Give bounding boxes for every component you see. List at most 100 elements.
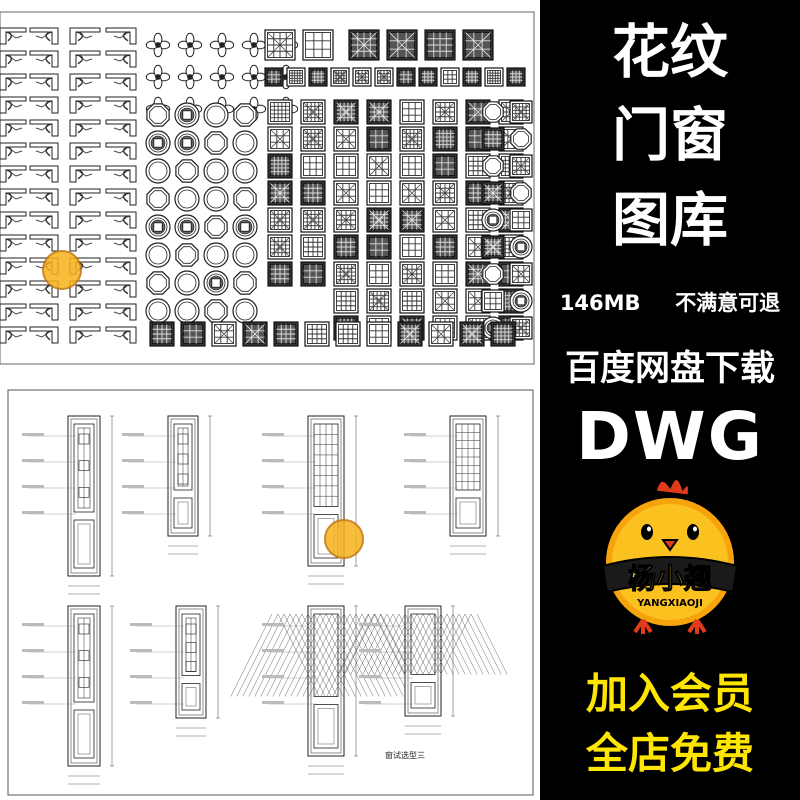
chick-mascot-icon: 杨小翘 YANGXIAOJI <box>601 477 739 634</box>
round-window-icon <box>175 159 199 183</box>
lattice-window-icon <box>386 29 418 61</box>
lattice-window-icon <box>484 67 504 87</box>
download-text: 百度网盘下载 <box>564 349 775 389</box>
corner-bracket-icon <box>69 165 101 183</box>
round-window-icon <box>482 155 504 177</box>
lattice-window-icon <box>462 29 494 61</box>
round-window-icon <box>232 158 258 184</box>
title-line-1: 花纹 <box>611 18 728 86</box>
door-elevation-icon <box>167 415 199 537</box>
corner-bracket-icon <box>69 188 101 206</box>
lattice-window-icon <box>333 180 359 206</box>
lattice-window-icon <box>465 234 491 260</box>
lattice-window-icon <box>267 99 293 125</box>
logo-en: YANGXIAOJI <box>636 598 703 609</box>
lattice-window-icon <box>366 234 392 260</box>
lattice-window-icon <box>330 67 350 87</box>
title-line-2: 门窗 <box>611 101 728 169</box>
door-elevation-icon <box>338 605 508 717</box>
lattice-window-icon <box>273 321 299 347</box>
drawing-caption: 窗试选型三 <box>385 750 425 760</box>
lattice-window-icon <box>366 126 392 152</box>
rosette-icon <box>241 64 267 90</box>
round-window-icon <box>145 158 171 184</box>
lattice-window-icon <box>300 126 326 152</box>
lattice-window-icon <box>506 67 526 87</box>
round-window-icon <box>174 186 200 212</box>
lattice-window-icon <box>264 67 284 87</box>
guarantee-text: 不满意可退 <box>675 291 781 315</box>
door-elevation-icon <box>67 605 101 767</box>
round-window-icon <box>482 263 504 285</box>
rosette-icon <box>145 64 171 90</box>
lattice-window-icon <box>300 207 326 233</box>
corner-bracket-icon <box>29 50 59 68</box>
watermark-logo-1 <box>42 250 82 290</box>
lattice-window-icon <box>374 67 394 87</box>
promo-line-1: 加入会员 <box>585 669 754 718</box>
door-elevation-icon <box>230 605 422 757</box>
round-window-icon <box>232 214 258 240</box>
lattice-window-icon <box>399 153 425 179</box>
corner-bracket-icon <box>69 142 101 160</box>
corner-bracket-icon <box>105 96 137 114</box>
corner-bracket-icon <box>0 280 27 298</box>
round-window-icon <box>232 242 258 268</box>
lattice-window-icon <box>333 153 359 179</box>
lattice-window-icon <box>366 99 392 125</box>
round-window-icon <box>233 103 257 127</box>
corner-bracket-icon <box>29 27 59 45</box>
watermark-logo-2 <box>324 519 364 559</box>
lattice-window-icon <box>509 154 533 178</box>
lattice-window-icon <box>490 321 516 347</box>
corner-bracket-icon <box>105 211 137 229</box>
round-window-icon <box>232 130 258 156</box>
lattice-window-icon <box>481 181 505 205</box>
round-window-icon <box>510 182 532 204</box>
file-size: 146MB <box>559 291 641 315</box>
lattice-window-icon <box>300 99 326 125</box>
lattice-window-icon <box>481 235 505 259</box>
round-window-icon <box>203 186 229 212</box>
corner-bracket-icon <box>105 50 137 68</box>
lattice-window-icon <box>267 261 293 287</box>
corner-bracket-icon <box>105 27 137 45</box>
rosette-icon <box>177 32 203 58</box>
lattice-window-icon <box>149 321 175 347</box>
corner-bracket-icon <box>0 257 27 275</box>
round-window-icon <box>509 235 533 259</box>
round-window-icon <box>510 128 532 150</box>
lattice-window-icon <box>399 288 425 314</box>
lattice-window-icon <box>366 153 392 179</box>
lattice-window-icon <box>432 234 458 260</box>
corner-bracket-icon <box>69 303 101 321</box>
corner-bracket-icon <box>0 326 27 344</box>
lattice-window-icon <box>300 180 326 206</box>
round-window-icon <box>232 298 258 324</box>
rosette-icon <box>209 64 235 90</box>
title-line-3: 图库 <box>611 186 728 254</box>
corner-bracket-icon <box>29 165 59 183</box>
corner-bracket-icon <box>0 303 27 321</box>
corner-bracket-icon <box>69 50 101 68</box>
lattice-window-icon <box>428 321 454 347</box>
door-elevation-sheet: 窗试选型三 <box>7 389 534 796</box>
corner-bracket-icon <box>69 27 101 45</box>
round-window-icon <box>203 102 229 128</box>
lattice-window-icon <box>432 261 458 287</box>
lattice-window-icon <box>397 321 423 347</box>
lattice-window-icon <box>180 321 206 347</box>
corner-bracket-icon <box>0 96 27 114</box>
lattice-window-icon <box>267 153 293 179</box>
lattice-window-icon <box>366 180 392 206</box>
corner-bracket-icon <box>105 257 137 275</box>
corner-bracket-icon <box>69 211 101 229</box>
round-window-icon <box>174 298 200 324</box>
lattice-window-icon <box>267 234 293 260</box>
lattice-window-icon <box>300 234 326 260</box>
lattice-window-icon <box>264 29 296 61</box>
corner-bracket-icon <box>0 119 27 137</box>
round-window-icon <box>203 242 229 268</box>
corner-bracket-icon <box>29 119 59 137</box>
round-window-icon <box>145 214 171 240</box>
